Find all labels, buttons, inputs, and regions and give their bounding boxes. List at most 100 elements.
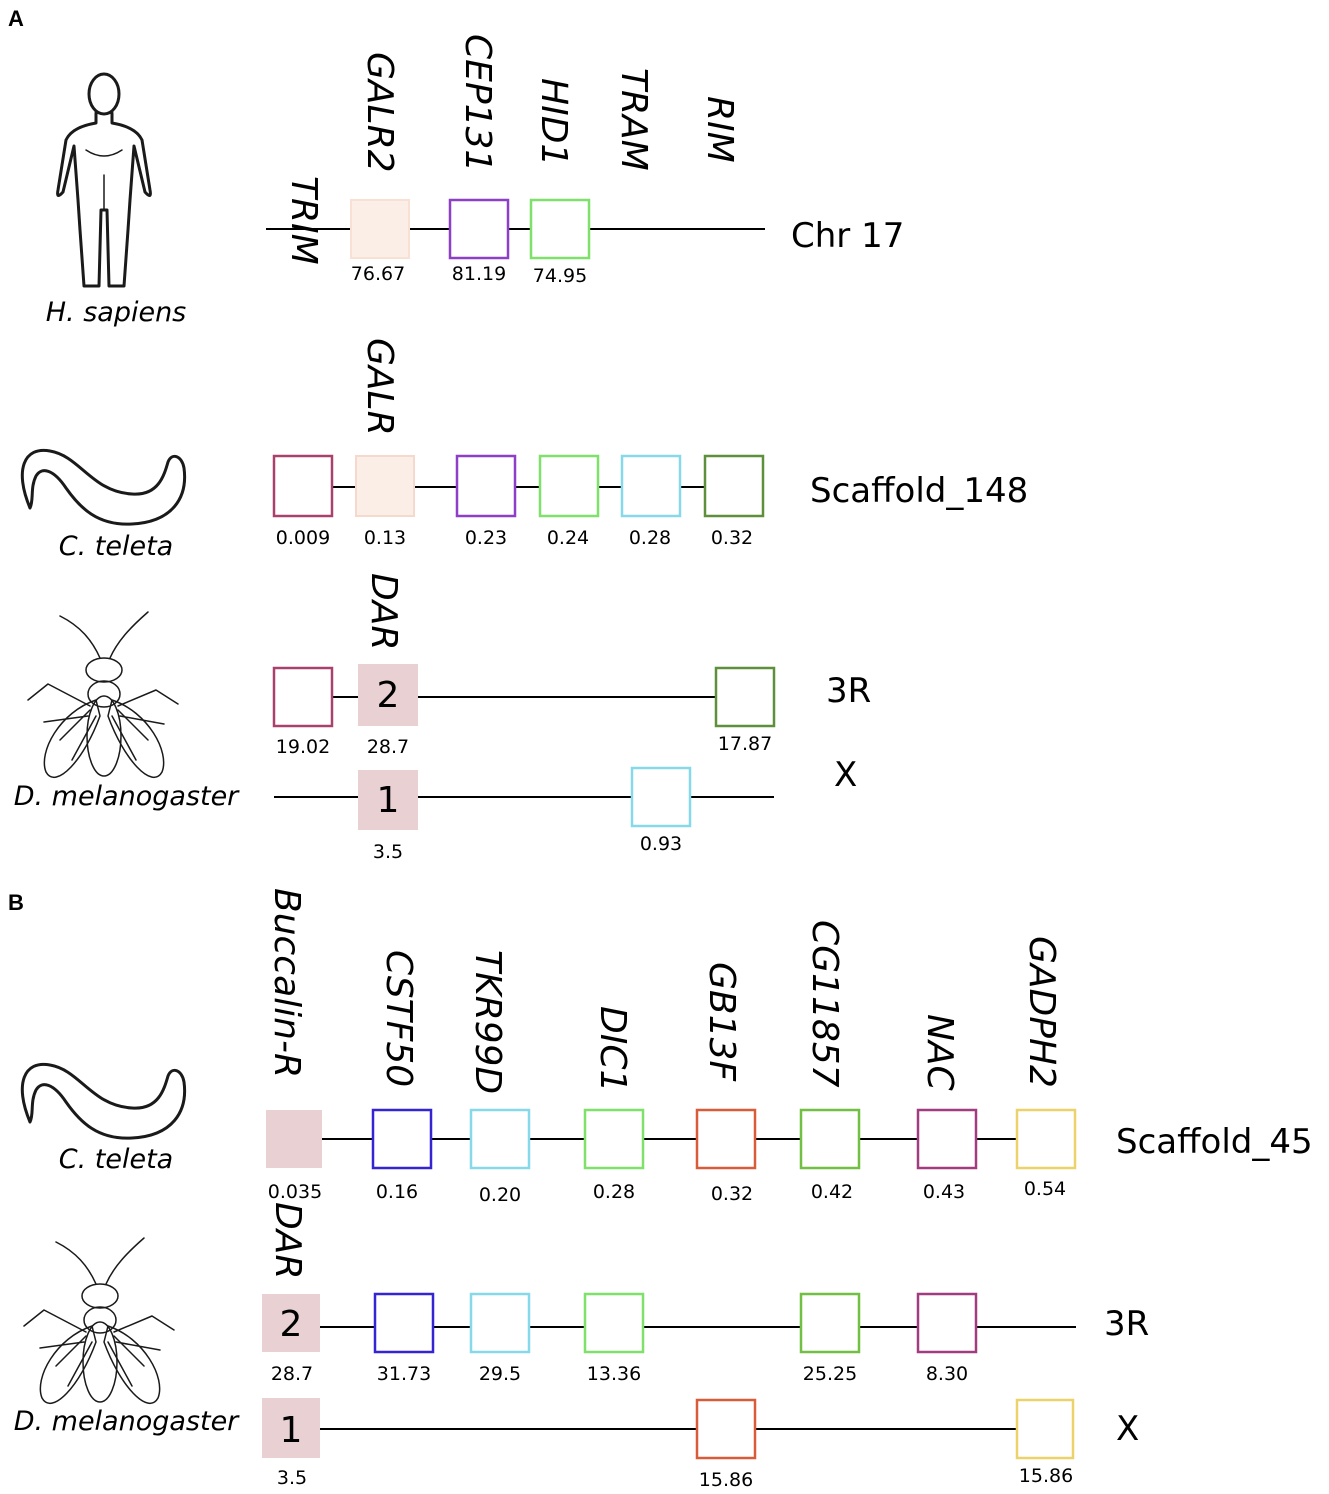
gene-box (1015, 1108, 1077, 1170)
gene-label-tkr99d: TKR99D (467, 950, 508, 1094)
gene-label-hid1: HID1 (533, 78, 574, 166)
gene-box (371, 1108, 433, 1170)
gene-box-galr2 (350, 199, 410, 259)
dar-number-2: 2 (377, 675, 400, 716)
position-label: 13.36 (587, 1363, 641, 1385)
gene-label-buccalin-r: Buccalin-R (266, 888, 307, 1078)
species-label-teleta: C. teleta (59, 531, 173, 562)
gene-box-dar2 (262, 1294, 320, 1352)
gene-box (583, 1292, 645, 1354)
gene-box-dar1 (262, 1398, 320, 1458)
species-label-fly: D. melanogaster (14, 1406, 240, 1437)
species-label-teleta: C. teleta (59, 1144, 173, 1175)
gene-box (695, 1108, 757, 1170)
dar-number-2: 2 (280, 1304, 303, 1345)
position-label: 0.54 (1024, 1178, 1066, 1200)
gene-box (799, 1292, 861, 1354)
position-label: 8.30 (926, 1363, 968, 1385)
gene-box (373, 1292, 435, 1354)
species-label-fly: D. melanogaster (14, 781, 240, 812)
gene-label-rim: RIM (699, 96, 740, 163)
position-label: 0.24 (547, 527, 589, 549)
chromosome-name-chr17: Chr 17 (791, 216, 904, 256)
gene-box-dar2 (358, 664, 418, 726)
gene-box (916, 1108, 978, 1170)
species-label-human: H. sapiens (46, 297, 187, 328)
dar-number-1: 1 (280, 1410, 303, 1451)
gene-label-nac: NAC (919, 1014, 960, 1092)
gene-box (714, 666, 776, 728)
gene-box (703, 454, 765, 518)
gene-box (469, 1292, 531, 1354)
position-label: 28.7 (271, 1363, 313, 1385)
gene-label-cg11857: CG11857 (804, 920, 845, 1088)
gene-label-dic1: DIC1 (592, 1006, 633, 1092)
position-label: 0.32 (711, 527, 753, 549)
position-label: 15.86 (699, 1469, 753, 1491)
position-label: 81.19 (452, 263, 506, 285)
position-label: 0.43 (923, 1181, 965, 1203)
fly-silhouette-icon (27, 611, 179, 779)
gene-box (630, 766, 692, 828)
gene-label-galr2: GALR2 (359, 52, 400, 173)
position-label: 74.95 (533, 265, 587, 287)
position-label: 0.93 (640, 833, 682, 855)
position-label: 0.009 (276, 527, 330, 549)
position-label: 76.67 (351, 263, 405, 285)
position-label: 17.87 (718, 733, 772, 755)
gene-label-gadph2: GADPH2 (1021, 936, 1062, 1088)
gene-box (538, 454, 600, 518)
position-label: 0.20 (479, 1184, 521, 1206)
position-label: 31.73 (377, 1363, 431, 1385)
fly-silhouette-icon (23, 1237, 175, 1405)
position-label: 0.28 (629, 527, 671, 549)
gene-box-hid1 (529, 198, 591, 260)
gene-box (695, 1398, 757, 1460)
position-label: 0.28 (593, 1181, 635, 1203)
position-label: 3.5 (277, 1467, 307, 1489)
gene-box (583, 1108, 645, 1170)
dar-number-1: 1 (377, 780, 400, 821)
gene-box (469, 1108, 531, 1170)
gene-box (1015, 1398, 1075, 1460)
position-label: 0.32 (711, 1183, 753, 1205)
gene-label-tram: TRAM (613, 68, 654, 171)
gene-box (455, 454, 517, 518)
position-label: 29.5 (479, 1363, 521, 1385)
gene-box (272, 666, 334, 728)
panel-label-a: A (8, 6, 24, 31)
worm-silhouette-icon (20, 1062, 187, 1140)
position-label: 0.035 (268, 1181, 322, 1203)
chromosome-name-scaffold148: Scaffold_148 (810, 471, 1028, 511)
position-label: 28.7 (367, 736, 409, 758)
gene-box (272, 454, 334, 518)
gene-label-cep131: CEP131 (457, 34, 498, 172)
gene-box-galr (355, 455, 415, 517)
gene-box (620, 454, 682, 518)
chromosome-name-x: X (1116, 1409, 1139, 1449)
chromosome-name-3r: 3R (1104, 1304, 1149, 1344)
position-label: 3.5 (373, 841, 403, 863)
chromosome-name-3r: 3R (826, 671, 871, 711)
gene-label-gb13f: GB13F (701, 962, 742, 1082)
chromosome-name-x: X (834, 755, 857, 795)
gene-label-cstf50: CSTF50 (378, 950, 419, 1087)
gene-label-dar: DAR (267, 1202, 308, 1279)
gene-label-dar: DAR (363, 573, 404, 650)
position-label: 0.42 (811, 1181, 853, 1203)
human-silhouette-icon (56, 72, 152, 288)
gene-label-trim: TRIM (283, 176, 324, 265)
gene-box-dar1 (358, 770, 418, 830)
chromosome-name-scaffold45: Scaffold_45 (1116, 1122, 1313, 1162)
gene-box-cep131 (448, 198, 510, 260)
position-label: 15.86 (1019, 1465, 1073, 1487)
gene-box (799, 1108, 861, 1170)
position-label: 25.25 (803, 1363, 857, 1385)
worm-silhouette-icon (20, 448, 187, 526)
position-label: 0.13 (364, 527, 406, 549)
gene-box (916, 1292, 978, 1354)
gene-box-buccalin-r (266, 1110, 322, 1168)
position-label: 19.02 (276, 736, 330, 758)
